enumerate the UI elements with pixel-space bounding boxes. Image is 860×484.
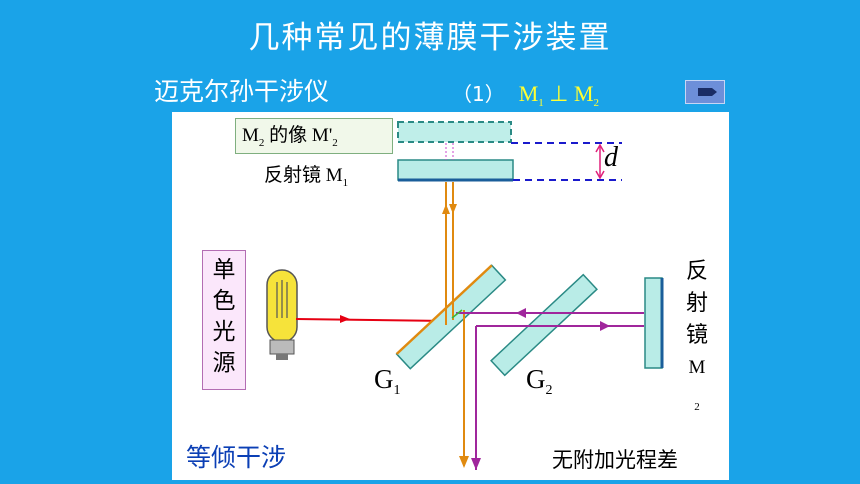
slide-title: 几种常见的薄膜干涉装置	[248, 20, 612, 56]
condition-m1-sub: 1	[538, 97, 544, 109]
condition-m2: M	[573, 81, 594, 106]
m2-image-label: M2 的像 M'2	[235, 118, 393, 154]
m1-mirror	[397, 159, 514, 181]
light-source-label: 单 色 光 源	[202, 250, 246, 390]
condition-relation: M1 ⊥ M2	[518, 81, 600, 109]
slide-subtitle: 迈克尔孙干涉仪	[154, 77, 330, 106]
source-beam	[295, 318, 449, 322]
equal-inclination-label: 等倾干涉	[186, 443, 287, 472]
g2-label: G2	[526, 364, 553, 398]
condition-label: （1）M1 ⊥ M2	[452, 78, 599, 109]
m1-label: 反射镜 M1	[264, 165, 349, 189]
play-button[interactable]	[685, 80, 725, 104]
condition-perp: ⊥	[543, 81, 574, 106]
g1-splitter	[395, 264, 507, 370]
no-extra-path-label: 无附加光程差	[552, 448, 678, 472]
condition-m1: M	[518, 81, 539, 106]
condition-prefix: （1）	[452, 82, 505, 106]
condition-m2-sub: 2	[593, 97, 600, 109]
d-label: d	[604, 142, 618, 173]
g1-label: G1	[374, 364, 401, 398]
m2-image-mirror	[397, 121, 512, 143]
m2-mirror	[644, 277, 663, 369]
lamp-icon	[266, 269, 298, 360]
play-icon	[698, 88, 717, 96]
